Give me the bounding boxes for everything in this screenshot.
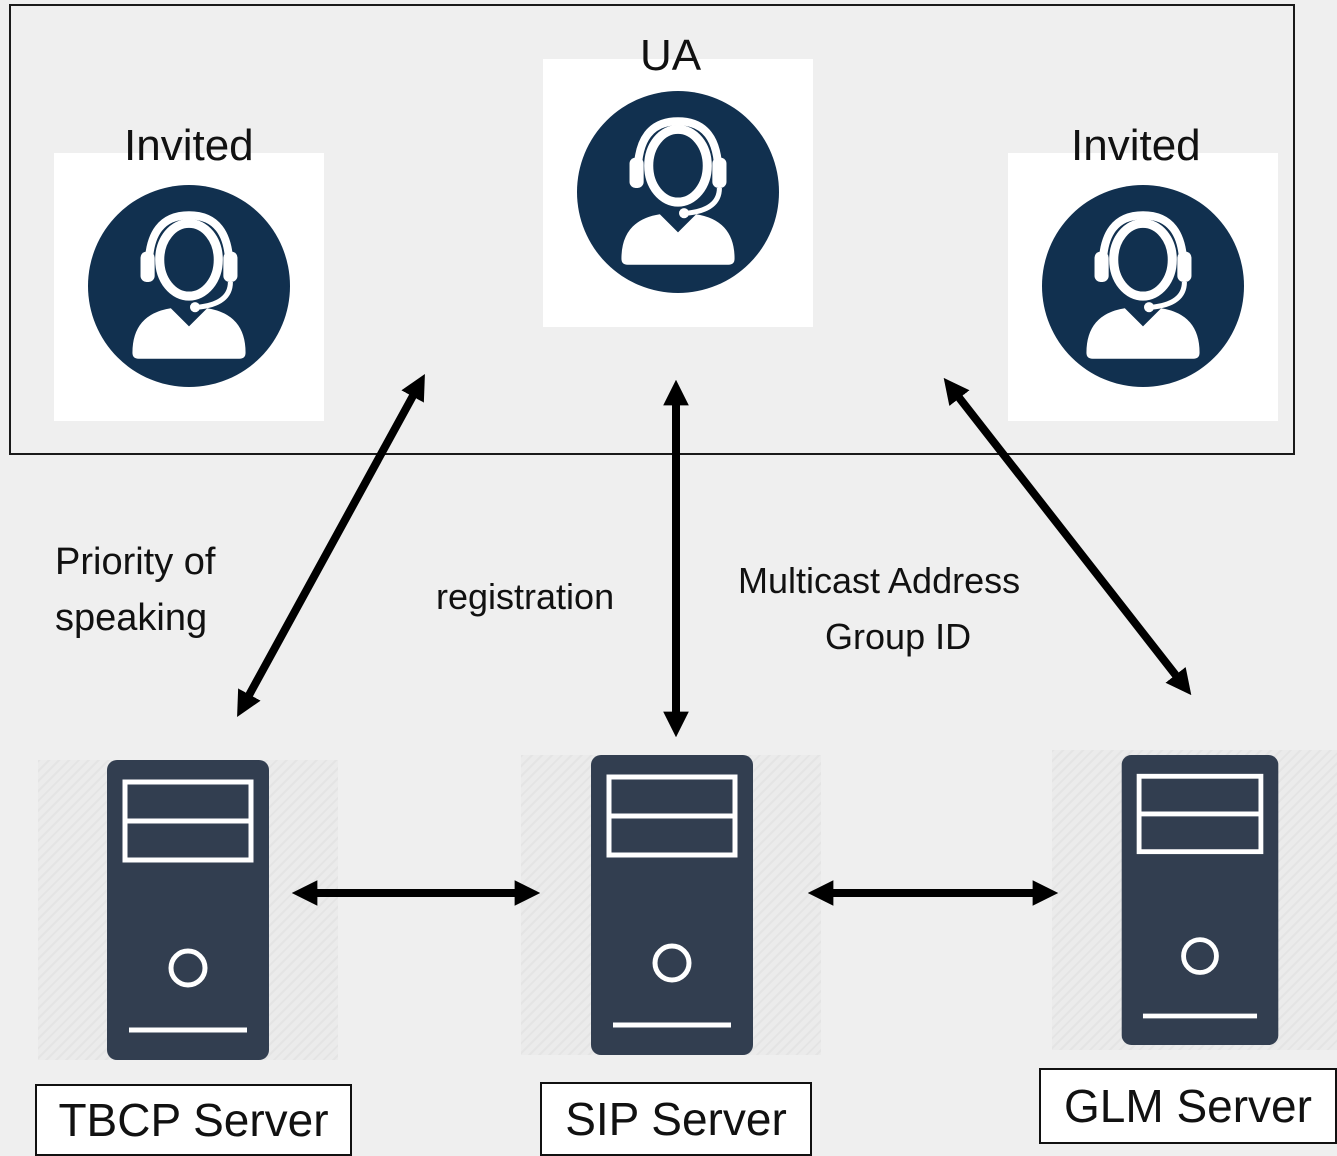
edge-label-registration: registration bbox=[436, 576, 615, 617]
client-label-invited-right: Invited bbox=[1071, 121, 1201, 170]
user-tile-ua bbox=[543, 59, 813, 327]
server-label-glm: GLM Server bbox=[1039, 1068, 1337, 1144]
arrow-glm-to-clients bbox=[943, 377, 1192, 696]
client-label-ua: UA bbox=[640, 31, 702, 80]
arrow-tbcp-to-clients bbox=[237, 374, 425, 717]
user-tile-invited-right bbox=[1008, 153, 1278, 421]
edge-label-priority: Priority of speaking bbox=[55, 534, 215, 646]
edge-label-priority-line2: speaking bbox=[55, 597, 208, 640]
edge-label-priority-line1: Priority of bbox=[55, 541, 216, 583]
client-label-invited-left: Invited bbox=[124, 121, 254, 170]
server-label-sip: SIP Server bbox=[540, 1082, 812, 1156]
server-label-tbcp: TBCP Server bbox=[35, 1084, 352, 1156]
